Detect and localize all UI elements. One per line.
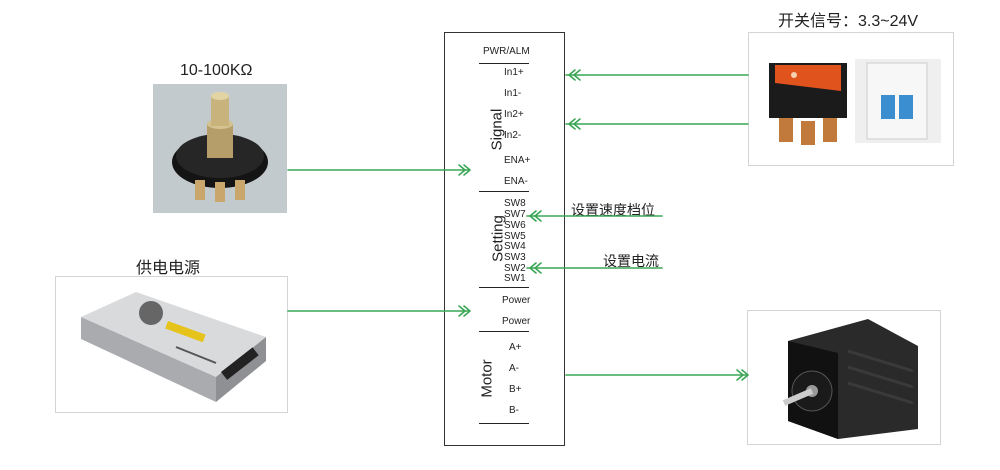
dip-switch-sw2: SW2 (504, 262, 526, 274)
divider (479, 287, 529, 288)
arrow-sw2 (534, 262, 542, 274)
arrow-in1 (568, 69, 576, 81)
stepper-motor-image (747, 310, 941, 445)
divider (479, 191, 529, 192)
terminal-a-minus: A- (509, 363, 519, 374)
potentiometer-caption: 10-100KΩ (180, 62, 253, 79)
switch-signal-caption: 开关信号：3.3~24V (778, 13, 919, 30)
terminal-in2-plus: In2+ (504, 109, 524, 120)
arrow-power (463, 305, 471, 317)
arrow-ena (458, 164, 466, 176)
terminal-in2-minus: In2- (504, 130, 522, 141)
arrow-in2 (573, 118, 581, 130)
divider (479, 331, 529, 332)
dip-switch-sw8: SW8 (504, 198, 526, 209)
arrow-motor (741, 369, 749, 381)
dip-switch-sw6: SW6 (504, 220, 526, 231)
arrow-in1 (573, 69, 581, 81)
dip-switch-sw7: SW7 (504, 209, 526, 220)
driver-panel: PWR/ALM Signal In1+ In1- In2+ In2- ENA+ … (444, 32, 565, 446)
power-supply-caption: 供电电源 (136, 260, 201, 277)
dip-switch-sw1: SW1 (504, 273, 526, 284)
divider (479, 63, 529, 64)
terminal-ena-minus: ENA- (504, 176, 528, 187)
terminal-power-1: Power (502, 295, 531, 306)
arrow-in2 (568, 118, 576, 130)
terminal-power-2: Power (502, 316, 531, 327)
terminal-ena-plus: ENA+ (504, 155, 531, 166)
arrow-power (458, 305, 466, 317)
terminal-a-plus: A+ (509, 342, 522, 353)
current-setting-note: 设置电流 (603, 253, 659, 269)
dip-switch-sw3: SW3 (504, 252, 526, 263)
dip-switch-sw4: SW4 (504, 241, 526, 252)
terminal-in1-minus: In1- (504, 88, 522, 99)
pwr-alm-label: PWR/ALM (483, 46, 530, 57)
arrow-ena (463, 164, 471, 176)
power-supply-image (55, 276, 288, 413)
arrow-sw2 (529, 262, 537, 274)
dip-switch-sw5: SW5 (504, 230, 526, 242)
arrow-sw7 (529, 210, 537, 222)
speed-setting-note: 设置速度档位 (571, 202, 655, 218)
arrow-motor (736, 369, 744, 381)
terminal-b-plus: B+ (509, 384, 522, 395)
potentiometer-image (153, 84, 287, 213)
terminal-in1-plus: In1+ (504, 67, 524, 78)
switch-image (748, 32, 954, 166)
arrow-sw7 (534, 210, 542, 222)
terminal-b-minus: B- (509, 405, 519, 416)
divider (479, 423, 529, 424)
